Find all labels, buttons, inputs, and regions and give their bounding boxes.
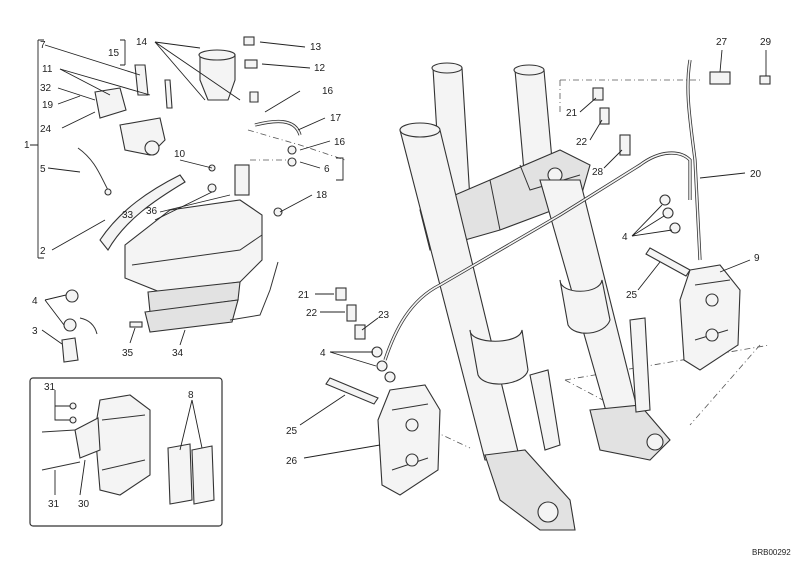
- callout-35: 35: [122, 348, 134, 359]
- brake-lever: [77, 147, 217, 251]
- callout-22a: 22: [576, 137, 588, 148]
- callout-16a: 16: [322, 86, 334, 97]
- fittings-left: [61, 289, 143, 363]
- callout-11: 11: [42, 64, 53, 75]
- callout-8: 8: [188, 390, 194, 401]
- callout-4a: 4: [32, 296, 38, 307]
- callout-16b: 16: [334, 137, 346, 148]
- fork-leg-icon: [399, 62, 671, 531]
- callout-labels: 1 7 11 32 19 24 5 2 15 14 13 12 16 17 16…: [24, 37, 772, 510]
- callout-12: 12: [314, 63, 326, 74]
- callout-17: 17: [330, 113, 342, 124]
- callout-20: 20: [750, 169, 762, 180]
- inset-detail: [29, 377, 223, 527]
- callout-31b: 31: [48, 499, 60, 510]
- callout-3: 3: [32, 326, 38, 337]
- callout-25b: 25: [286, 426, 298, 437]
- callout-22b: 22: [306, 308, 318, 319]
- brake-caliper-icon: [645, 247, 741, 371]
- master-cylinder-icon: [94, 36, 302, 167]
- callout-21b: 21: [298, 290, 310, 301]
- callout-7: 7: [40, 40, 46, 51]
- callout-31a: 31: [44, 382, 56, 393]
- callout-18: 18: [316, 190, 328, 201]
- callout-25a: 25: [626, 290, 638, 301]
- callout-29: 29: [760, 37, 772, 48]
- callout-9: 9: [754, 253, 760, 264]
- callout-28: 28: [592, 167, 604, 178]
- leader-lines: [30, 39, 767, 496]
- callout-23: 23: [378, 310, 390, 321]
- fluid-reservoir-icon: [124, 164, 283, 333]
- callout-14: 14: [136, 37, 148, 48]
- callout-27: 27: [716, 37, 728, 48]
- callout-2: 2: [40, 246, 46, 257]
- callout-33: 33: [122, 210, 134, 221]
- callout-13: 13: [310, 42, 322, 53]
- brake-hose: [383, 59, 702, 361]
- callout-34: 34: [172, 348, 184, 359]
- callout-5: 5: [40, 164, 46, 175]
- banjo-fittings: [335, 71, 771, 383]
- callout-19: 19: [42, 100, 54, 111]
- callout-30: 30: [78, 499, 90, 510]
- callout-24: 24: [40, 124, 52, 135]
- callout-6: 6: [324, 164, 330, 175]
- callout-4c: 4: [320, 348, 326, 359]
- callout-4b: 4: [622, 232, 628, 243]
- brake-caliper-icon: [325, 377, 441, 496]
- callout-32: 32: [40, 83, 52, 94]
- drawing-code: BRB00292: [752, 548, 791, 557]
- callout-26: 26: [286, 456, 298, 467]
- callout-1: 1: [24, 140, 30, 151]
- callout-21a: 21: [566, 108, 578, 119]
- callout-15: 15: [108, 48, 120, 59]
- callout-10: 10: [174, 149, 186, 160]
- callout-36: 36: [146, 206, 158, 217]
